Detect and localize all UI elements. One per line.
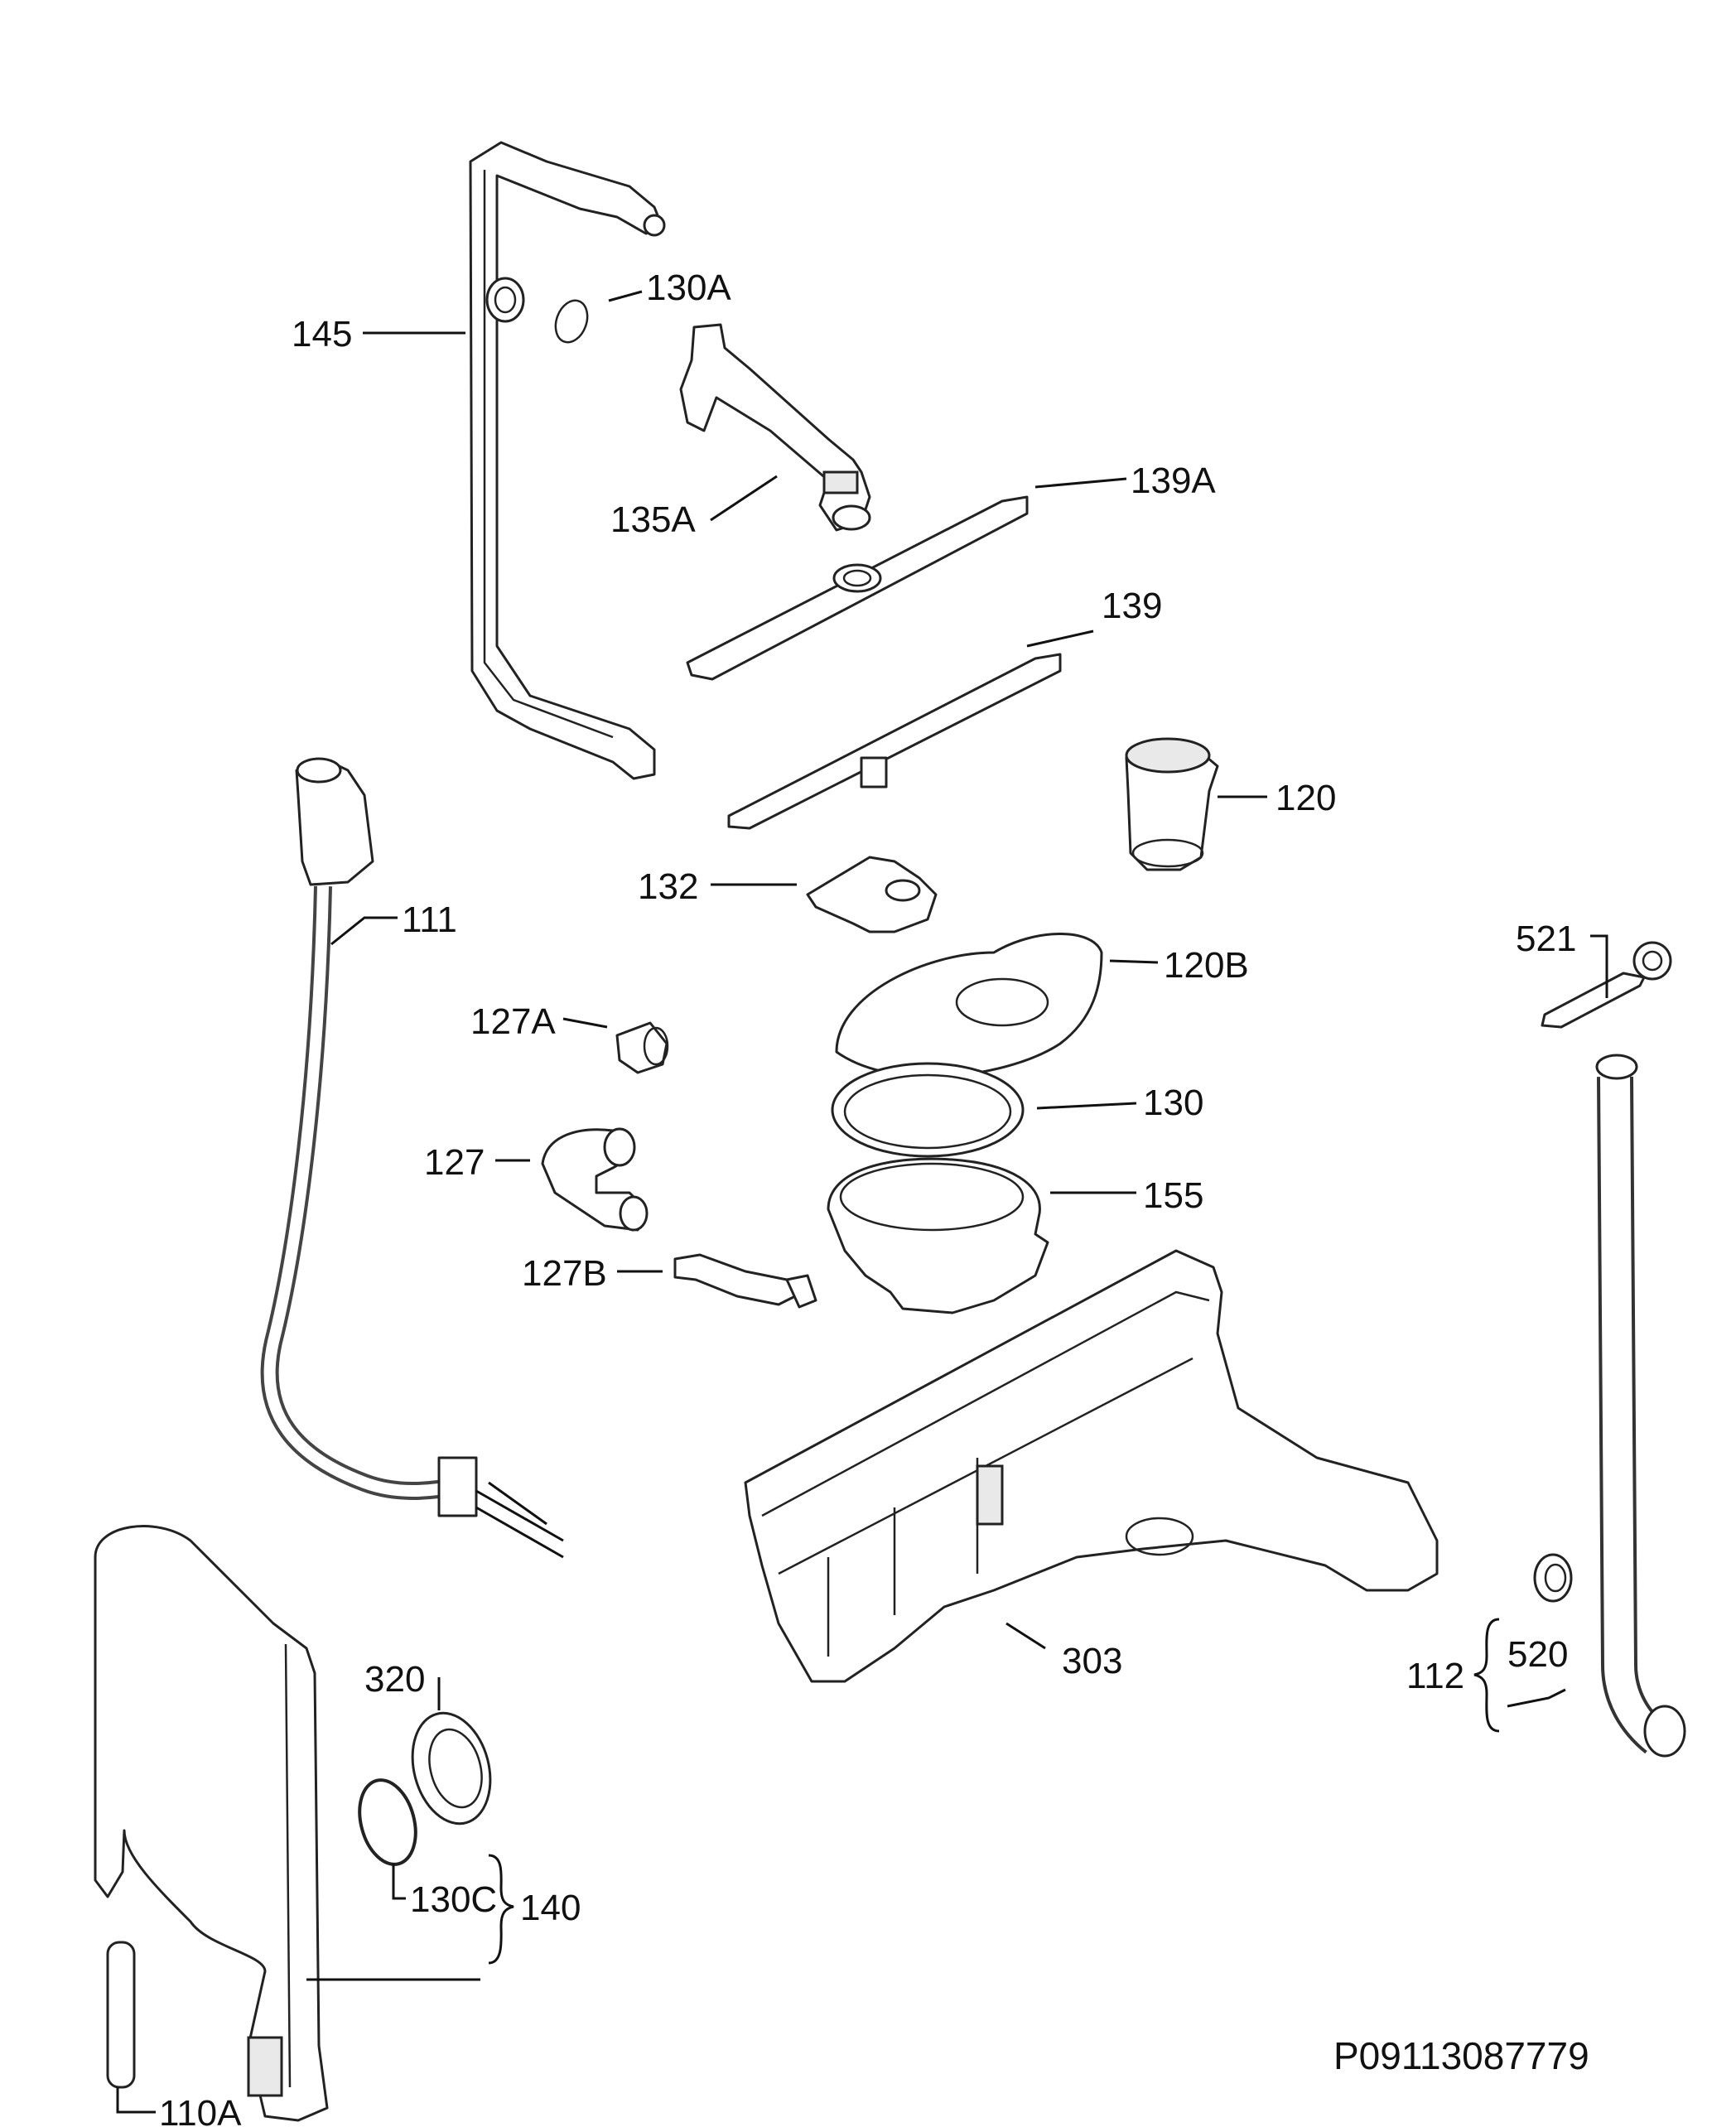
label-112: 112 (1406, 1656, 1464, 1696)
label-303: 303 (1062, 1641, 1122, 1681)
part-112-drain-hose (1595, 1054, 1686, 1758)
label-120: 120 (1275, 778, 1336, 818)
label-127b: 127B (522, 1253, 607, 1294)
label-120b: 120B (1164, 945, 1249, 986)
label-132: 132 (638, 866, 698, 907)
label-520: 520 (1507, 1634, 1568, 1675)
part-labels: 145 130A 135A 139A 139 120 111 132 120B … (159, 268, 1576, 2127)
label-139: 139 (1102, 586, 1162, 626)
braces (488, 1618, 1500, 1965)
part-120b-flat-filter (835, 933, 1103, 1078)
label-130c: 130C (410, 1879, 497, 1920)
label-521: 521 (1516, 919, 1576, 959)
part-127b-small-hose (673, 1253, 817, 1309)
part-145-upper-supply-pipe (469, 141, 666, 780)
part-140-side-tank (94, 1525, 329, 2122)
label-139a: 139A (1131, 461, 1216, 501)
part-320-seal (411, 1711, 492, 1826)
leader-lines (116, 290, 1608, 2114)
part-139-lower-spray-arm (727, 653, 1062, 830)
label-130: 130 (1143, 1083, 1203, 1123)
part-130a-o-ring (554, 299, 589, 344)
brace-140 (488, 1854, 514, 1965)
part-139a-upper-spray-arm (686, 495, 1029, 681)
part-111-inlet-hose (260, 757, 564, 1559)
part-130c-o-ring (358, 1778, 417, 1866)
part-127a-adapter (615, 1021, 669, 1074)
part-127-elbow-pipe (541, 1127, 649, 1232)
part-521-hose-clip (1541, 941, 1672, 1029)
part-110a-tube (106, 1941, 136, 2089)
part-132-spray-arm-support (806, 856, 938, 933)
label-320: 320 (364, 1659, 425, 1700)
part-155-sump-housing (827, 1157, 1049, 1314)
label-145: 145 (292, 314, 352, 354)
part-120-filter-cartridge (1125, 737, 1219, 871)
label-127: 127 (424, 1142, 485, 1183)
part-520-check-valve (1533, 1553, 1573, 1603)
brace-112 (1473, 1618, 1500, 1733)
label-140: 140 (520, 1888, 581, 1928)
label-110a: 110A (159, 2093, 242, 2127)
label-111: 111 (402, 900, 457, 940)
drawing-code: P09113087779 (1333, 2034, 1589, 2077)
label-127a: 127A (470, 1001, 556, 1042)
label-130a: 130A (646, 268, 731, 308)
label-155: 155 (1143, 1175, 1203, 1216)
part-130-seal-ring (831, 1062, 1025, 1158)
label-135a: 135A (610, 499, 696, 540)
part-303-base-frame (744, 1249, 1439, 1683)
part-135a-arm-bracket (679, 323, 871, 532)
